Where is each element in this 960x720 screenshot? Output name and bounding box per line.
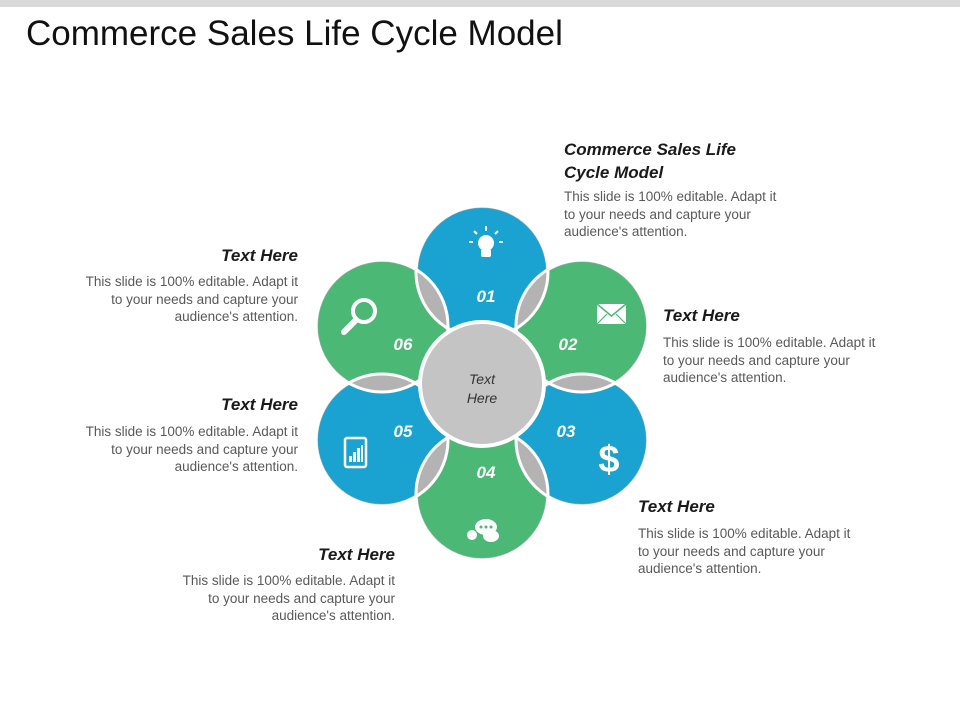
petal-number: 02 — [559, 335, 578, 354]
petal-number: 04 — [477, 463, 496, 482]
caption-body-06: This slide is 100% editable. Adapt it to… — [85, 274, 298, 324]
petal-number: 06 — [394, 335, 413, 354]
petal-05 — [318, 376, 446, 504]
petal-02 — [518, 262, 646, 390]
petal-04 — [418, 430, 546, 558]
petal-03 — [518, 376, 646, 504]
caption-body-01: This slide is 100% editable. Adapt it to… — [564, 189, 777, 239]
outline-03 — [514, 372, 650, 508]
top-bar — [0, 0, 960, 7]
caption-body-05: This slide is 100% editable. Adapt it to… — [85, 424, 298, 474]
envelope-icon — [596, 303, 627, 325]
petal-number: 03 — [557, 422, 576, 441]
petal-number: 05 — [394, 422, 413, 441]
caption-body-02: This slide is 100% editable. Adapt it to… — [663, 335, 876, 385]
caption-body-03: This slide is 100% editable. Adapt it to… — [638, 526, 851, 576]
caption-body-04: This slide is 100% editable. Adapt it to… — [182, 573, 395, 623]
caption-heading-02: Text Here — [663, 306, 740, 325]
petal-06 — [318, 262, 446, 390]
caption-heading-06: Text Here — [221, 246, 298, 265]
hub-label-line1: Text — [469, 371, 496, 387]
outline-06 — [314, 258, 450, 394]
outline-05 — [314, 372, 450, 508]
caption-heading-03: Text Here — [638, 497, 715, 516]
caption-heading-05: Text Here — [221, 395, 298, 414]
caption-heading-01: Commerce Sales Life Cycle Model — [564, 140, 736, 182]
petals — [318, 208, 646, 558]
magnifier-icon — [341, 298, 377, 335]
hub — [422, 324, 542, 444]
tablet-chart-icon — [343, 436, 368, 469]
petal-number: 01 — [477, 287, 496, 306]
caption-heading-04: Text Here — [318, 545, 395, 564]
lightbulb-icon — [469, 226, 503, 257]
svg-text:$: $ — [598, 439, 619, 481]
petal-01 — [418, 208, 546, 336]
page-title: Commerce Sales Life Cycle Model — [26, 14, 563, 53]
hub-label-line2: Here — [467, 390, 498, 406]
outline-02 — [514, 258, 650, 394]
chat-icon — [467, 519, 499, 542]
dollar-icon: $ — [598, 439, 619, 481]
